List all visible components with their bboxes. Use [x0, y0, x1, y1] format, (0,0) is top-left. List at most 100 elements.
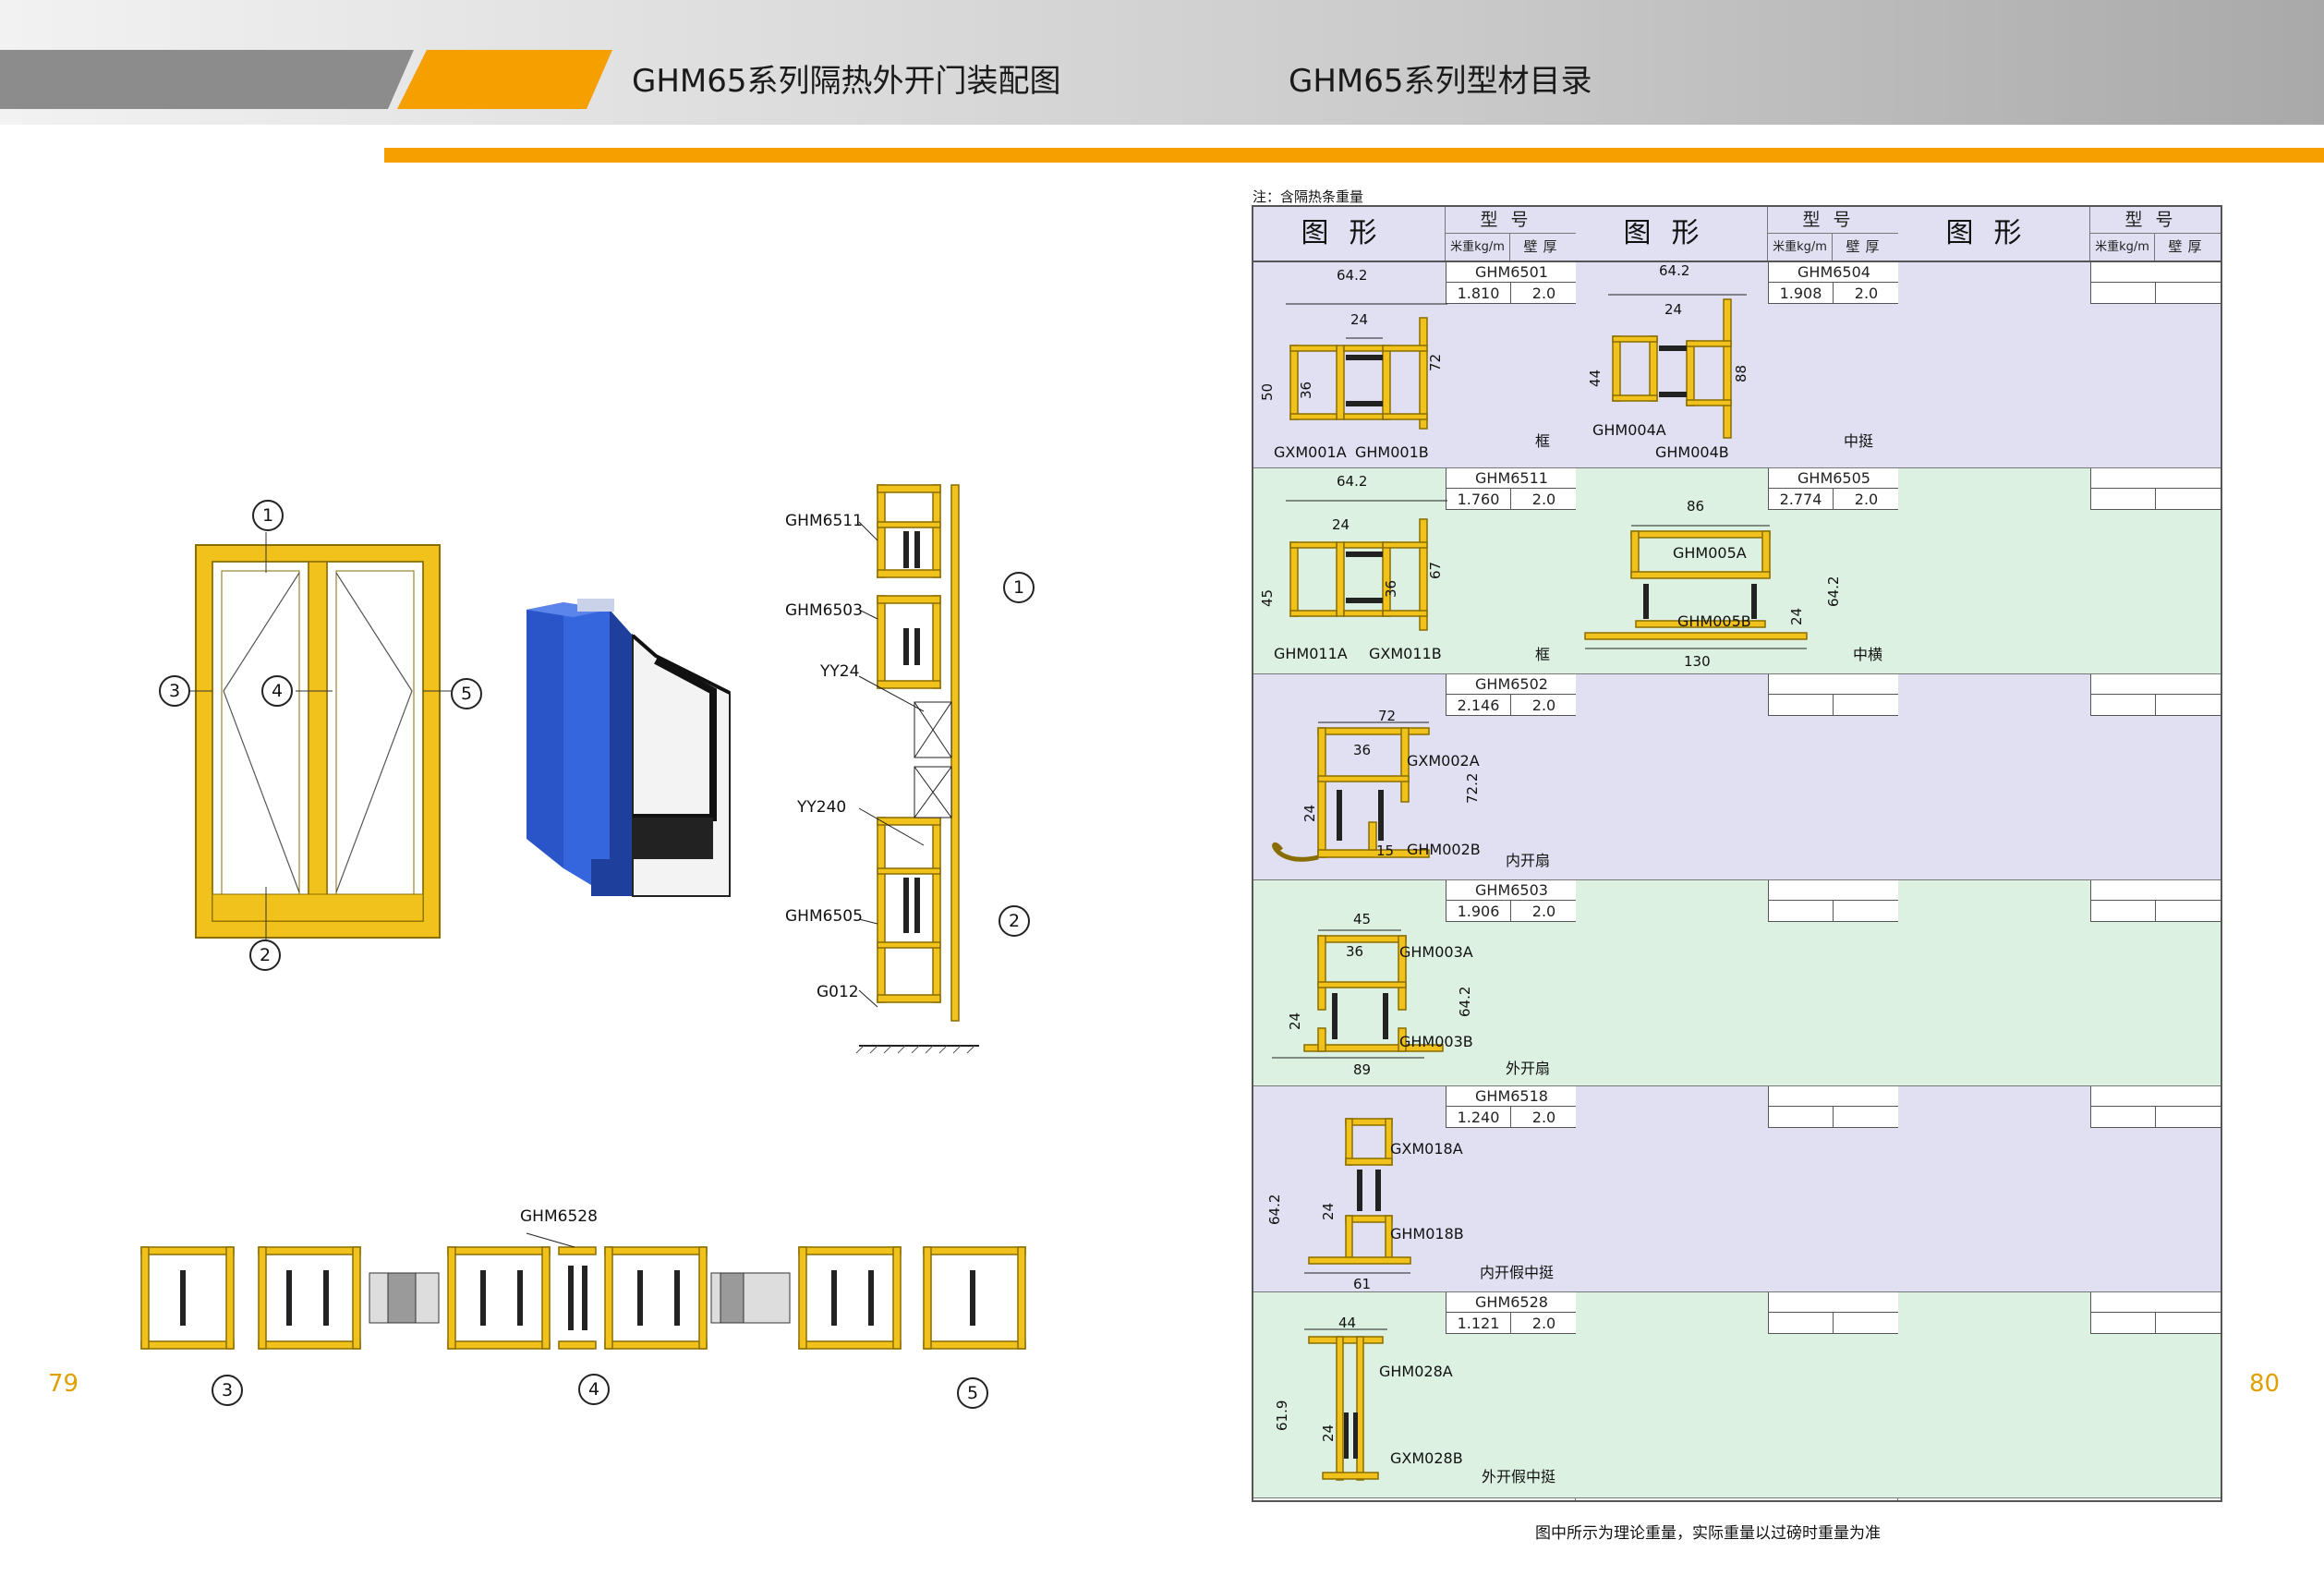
profile-code: GHM6511	[1446, 468, 1576, 489]
header-figure: 图形	[1576, 207, 1768, 261]
profile-code: GHM6501	[1446, 262, 1576, 283]
profile-drawing	[1304, 1118, 1411, 1274]
empty-cell	[1898, 674, 2221, 880]
label-ghm6528: GHM6528	[520, 1207, 598, 1226]
profile-id-box: GHM6505 2.774 2.0	[1768, 468, 1898, 510]
dim-total: 88	[1733, 364, 1749, 382]
dim-width: 64.2	[1337, 473, 1368, 490]
profile-weight: 2.146	[1446, 695, 1511, 716]
dim-break: 24	[1664, 301, 1683, 318]
profile-label-b: GHM005B	[1677, 612, 1751, 630]
profile-id-box: GHM6501 1.810 2.0	[1446, 262, 1576, 304]
profile-cell-ghm6502: GHM6502 2.146 2.0 72 36 24 72.2 15 GXM00…	[1253, 674, 1576, 880]
dim-height: 64.2	[1457, 986, 1473, 1017]
header-thickness: 壁厚	[2168, 238, 2208, 255]
profile-label-a: GHM005A	[1673, 544, 1747, 562]
profile-label-b: GHM003B	[1399, 1033, 1473, 1050]
callout-circle-2: 2	[249, 939, 281, 971]
dim-break: 24	[1350, 311, 1369, 328]
profile-thickness: 2.0	[1531, 285, 1556, 302]
profile-type: 中挺	[1844, 432, 1874, 450]
empty-cell	[1898, 880, 2221, 1086]
horizontal-callout-5: 5	[957, 1377, 988, 1409]
vertical-section-drawing	[855, 484, 979, 1054]
empty-cell	[1898, 468, 2221, 674]
profile-drawing	[1286, 303, 1447, 430]
dim-break: 24	[1320, 1202, 1337, 1220]
profile-thickness: 2.0	[1531, 697, 1556, 714]
dim-height: 50	[1259, 382, 1276, 401]
profile-thickness: 2.0	[1531, 903, 1556, 920]
empty-cell	[1898, 1086, 2221, 1292]
profile-weight: 2.774	[1769, 489, 1834, 510]
profile-weight: 1.121	[1446, 1313, 1511, 1334]
profile-thickness: 2.0	[1531, 1315, 1556, 1332]
dim-width: 61	[1353, 1276, 1372, 1292]
profile-label-b: GXM011B	[1369, 645, 1442, 662]
profile-thickness: 2.0	[1531, 491, 1556, 508]
profile-label-a: GXM002A	[1407, 752, 1480, 770]
horizontal-callout-3: 3	[212, 1375, 243, 1406]
profile-cell-ghm6504: GHM6504 1.908 2.0 64.2 24 44 88 GHM004A …	[1576, 262, 1898, 468]
header-model: 型号	[1446, 207, 1576, 234]
header-thickness: 壁厚	[1846, 238, 1885, 255]
dim-inner: 36	[1346, 943, 1364, 960]
profile-type: 中横	[1853, 646, 1883, 663]
header-figure: 图形	[1898, 207, 2090, 261]
profile-thickness: 2.0	[1531, 1109, 1556, 1126]
header-model: 型号	[1768, 207, 1898, 234]
profile-type: 内开扇	[1506, 852, 1551, 869]
empty-cell	[1576, 880, 1898, 1086]
dim-break: 24	[1287, 1012, 1303, 1030]
dim-height: 61.9	[1274, 1400, 1290, 1431]
header-weight: 米重kg/m	[1446, 234, 1510, 261]
profile-id-box: GHM6528 1.121 2.0	[1446, 1292, 1576, 1334]
horizontal-callout-4: 4	[578, 1374, 610, 1405]
callout-circle-5: 5	[451, 678, 482, 709]
catalog-header: 图形 型号 米重kg/m 壁厚	[1576, 207, 1898, 262]
catalog-header: 图形 型号 米重kg/m 壁厚	[1253, 207, 1576, 262]
profile-label-a: GHM003A	[1399, 943, 1473, 961]
label-yy240: YY240	[797, 798, 847, 817]
profile-cell-ghm6505: GHM6505 2.774 2.0 86 130 24 64.2 GHM005A…	[1576, 468, 1898, 674]
profile-label-a: GHM028A	[1379, 1363, 1453, 1380]
profile-id-box: GHM6511 1.760 2.0	[1446, 468, 1576, 510]
header-model: 型号	[2090, 207, 2221, 234]
dim-total: 72	[1427, 353, 1444, 371]
right-page-title: GHM65系列型材目录	[1289, 63, 1592, 100]
profile-thickness: 2.0	[1854, 491, 1879, 508]
dim-break: 24	[1332, 516, 1350, 533]
profile-id-box: GHM6503 1.906 2.0	[1446, 880, 1576, 922]
empty-id-box	[2090, 674, 2221, 716]
empty-id-box	[2090, 1086, 2221, 1128]
profile-weight: 1.810	[1446, 283, 1511, 304]
profile-weight: 1.240	[1446, 1107, 1511, 1128]
dim-height: 72.2	[1464, 772, 1481, 804]
dim-inner: 36	[1353, 742, 1372, 758]
profile-label-b: GXM028B	[1390, 1449, 1463, 1467]
header-orange-rule	[384, 148, 2324, 163]
profile-code: GHM6503	[1446, 880, 1576, 901]
corner-3d-render	[527, 599, 731, 897]
profile-drawing	[1608, 294, 1747, 439]
empty-cell	[1898, 262, 2221, 468]
profile-type: 外开假中挺	[1482, 1468, 1556, 1485]
profile-label-b: GHM001B	[1355, 443, 1429, 461]
dim-height: 45	[1259, 588, 1276, 607]
callout-circle-1: 1	[252, 500, 284, 531]
profile-type: 框	[1535, 432, 1551, 450]
label-yy24: YY24	[820, 662, 860, 681]
dim-base: 130	[1684, 653, 1711, 670]
profile-thickness: 2.0	[1854, 285, 1879, 302]
profile-code: GHM6504	[1769, 262, 1898, 283]
profile-drawing	[1584, 525, 1808, 649]
profile-drawing	[1286, 500, 1447, 631]
empty-cell	[1576, 674, 1898, 880]
empty-id-box	[1768, 674, 1898, 716]
profile-weight: 1.906	[1446, 901, 1511, 922]
header-weight: 米重kg/m	[2090, 234, 2155, 261]
profile-code: GHM6518	[1446, 1086, 1576, 1107]
dim-width: 86	[1687, 498, 1705, 515]
profile-label-a: GXM001A	[1274, 443, 1347, 461]
section-callout-2: 2	[999, 905, 1030, 937]
